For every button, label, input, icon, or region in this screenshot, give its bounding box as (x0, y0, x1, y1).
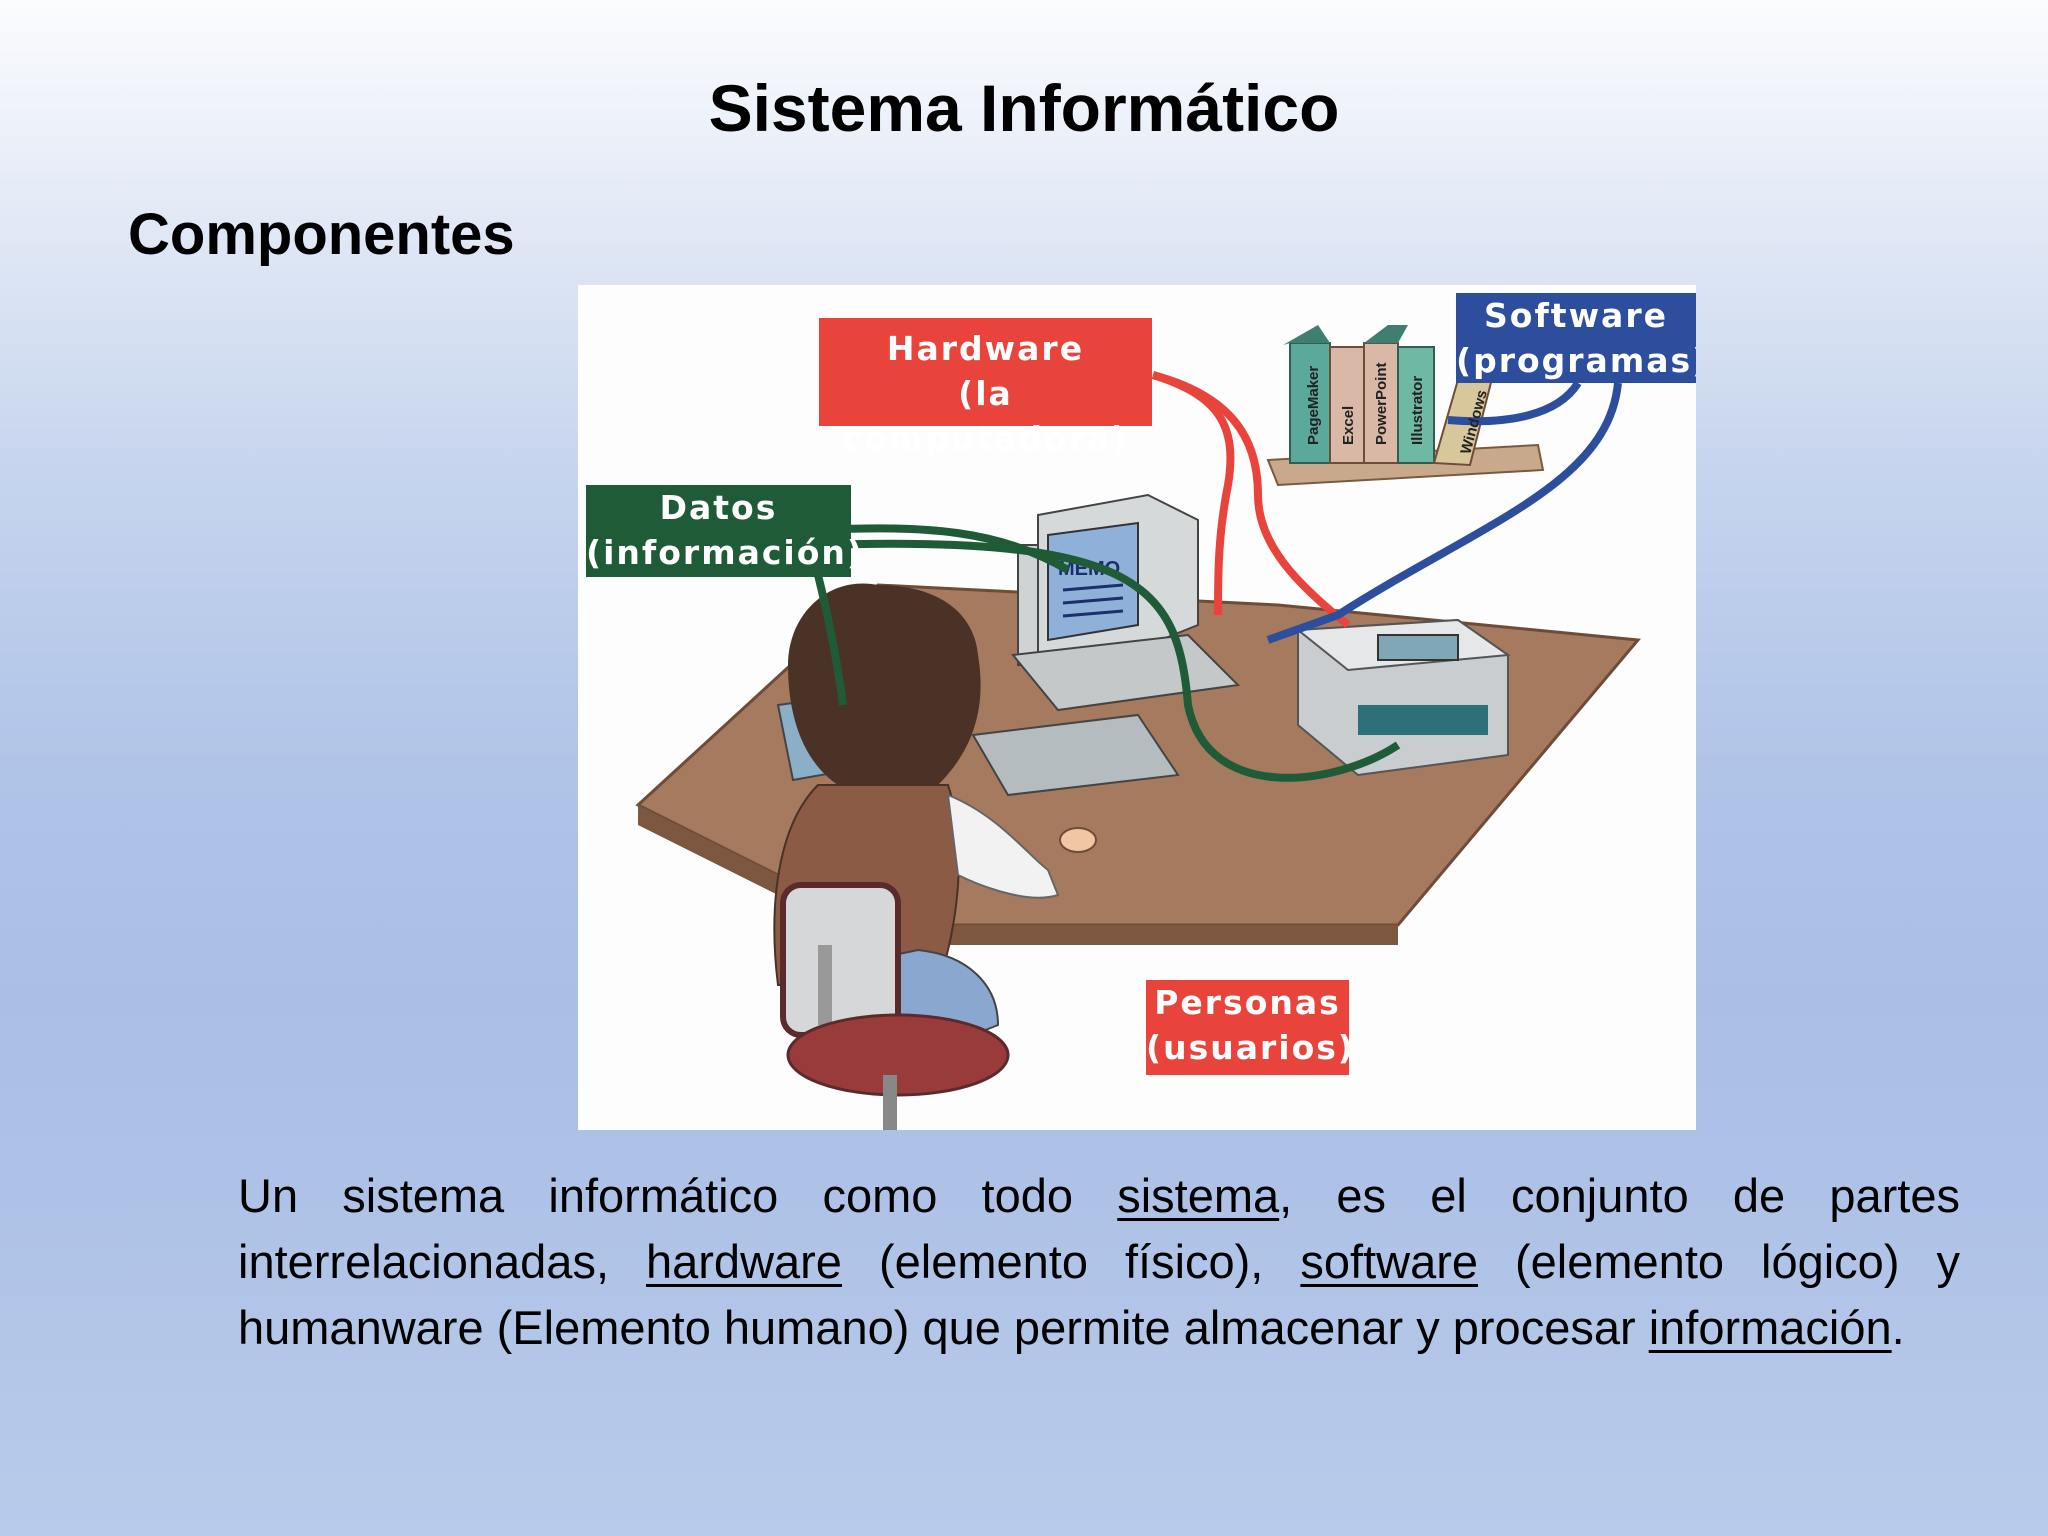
book-spine-pagemaker: PageMaker (1305, 366, 1322, 445)
paragraph-text-5: . (1891, 1301, 1905, 1354)
paragraph-text-1: Un sistema informático como todo (238, 1169, 1118, 1222)
link-informacion[interactable]: información (1648, 1301, 1892, 1354)
label-personas-line1: Personas (1154, 983, 1341, 1022)
book-spine-powerpoint: PowerPoint (1373, 362, 1390, 445)
label-hardware-line2: (la computadora) (842, 374, 1129, 458)
definition-paragraph: Un sistema informático como todo sistema… (238, 1163, 1960, 1361)
slide-subtitle: Componentes (128, 202, 515, 267)
computer-system-illustration: MEMO (578, 285, 1696, 1130)
printer (1295, 618, 1511, 777)
label-hardware: Hardware (la computadora) (819, 318, 1152, 458)
paragraph-text-3: (elemento físico), (841, 1235, 1301, 1288)
software-arrow (1447, 380, 1582, 426)
label-personas-line2: (usuarios) (1146, 1028, 1355, 1067)
label-software-line1: Software (1484, 296, 1668, 335)
link-sistema[interactable]: sistema (1117, 1169, 1280, 1222)
label-datos-line2: (información) (586, 533, 864, 572)
book-spine-excel: Excel (1340, 406, 1357, 445)
label-software: Software (programas) (1456, 293, 1696, 383)
label-software-line2: (programas) (1456, 341, 1696, 380)
slide-title: Sistema Informático (708, 71, 1340, 145)
label-datos-line1: Datos (659, 488, 778, 527)
label-hardware-line1: Hardware (886, 329, 1085, 368)
label-personas: Personas (usuarios) (1146, 980, 1355, 1075)
chair (780, 882, 1010, 1130)
paragraph-text-2: , es el conjunto de partes interrelacion… (238, 1169, 1960, 1288)
book-spine-illustrator: Illustrator (1409, 376, 1426, 445)
paragraph-text-4: (elemento lógico) y humanware (Elemento … (238, 1235, 1960, 1354)
label-datos: Datos (información) (586, 485, 864, 577)
link-hardware[interactable]: hardware (646, 1235, 842, 1288)
link-software[interactable]: software (1300, 1235, 1479, 1288)
